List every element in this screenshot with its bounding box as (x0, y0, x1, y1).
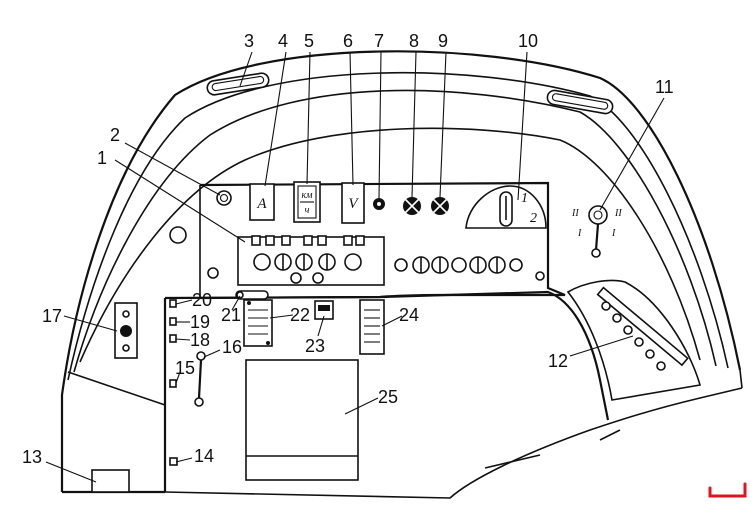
callout-25: 25 (378, 387, 398, 407)
svg-text:A: A (256, 196, 267, 212)
mount-hole-left (169, 226, 187, 244)
callout-labels: 1 2 3 4 5 6 7 8 9 10 11 12 13 14 15 16 1… (22, 31, 674, 467)
glovebox-25 (245, 359, 359, 481)
callout-11: 11 (655, 77, 674, 97)
callout-23: 23 (305, 336, 325, 356)
sun-visor-left (206, 72, 270, 96)
callout-14: 14 (194, 446, 214, 466)
callout-2: 2 (110, 125, 120, 145)
ammeter: A (249, 183, 275, 221)
svg-text:I: I (611, 228, 616, 239)
connector-24 (359, 299, 385, 355)
callout-19: 19 (190, 312, 210, 332)
mount-hole-bottom (207, 267, 219, 279)
callout-12: 12 (548, 351, 568, 371)
callout-13: 13 (22, 447, 42, 467)
callout-22: 22 (290, 305, 310, 325)
dashboard-outline (60, 50, 743, 499)
callout-7: 7 (374, 31, 384, 51)
switch-23 (314, 300, 334, 320)
warning-lamp-9 (431, 197, 449, 215)
knob-row-right (394, 256, 545, 281)
sun-visor-right (546, 89, 614, 115)
handle-16 (194, 351, 206, 407)
light-switch-11: II II I I (571, 205, 622, 258)
callout-1: 1 (97, 148, 107, 168)
box-13 (91, 469, 130, 493)
svg-text:1: 1 (521, 191, 528, 206)
callout-4: 4 (278, 31, 288, 51)
corner-mark (708, 482, 747, 498)
toggle-19 (169, 317, 177, 326)
indicator-lamp-2 (216, 190, 232, 206)
svg-text:II: II (571, 208, 579, 219)
switch-strip-12 (596, 286, 689, 371)
callout-5: 5 (304, 31, 314, 51)
callout-6: 6 (343, 31, 353, 51)
svg-text:ч: ч (305, 205, 310, 216)
svg-text:2: 2 (530, 211, 537, 226)
voltmeter: V (341, 182, 365, 224)
svg-text:V: V (348, 196, 359, 212)
svg-text:км: км (301, 190, 313, 201)
switch-plate-17 (114, 302, 138, 359)
speedometer: км ч (293, 181, 321, 223)
leader-lines (45, 51, 665, 483)
callout-21: 21 (221, 305, 241, 325)
toggle-18 (169, 334, 177, 343)
callout-3: 3 (244, 31, 254, 51)
callout-24: 24 (399, 305, 419, 325)
callout-16: 16 (222, 337, 242, 357)
callout-8: 8 (409, 31, 419, 51)
dial-gauge-10: 1 2 (465, 185, 547, 229)
callout-9: 9 (438, 31, 448, 51)
lower-console (163, 290, 610, 492)
toggle-15 (169, 379, 177, 388)
svg-text:I: I (577, 228, 582, 239)
callout-20: 20 (192, 290, 212, 310)
switch-block-1 (237, 235, 385, 286)
warning-lamp-8 (403, 197, 421, 215)
connector-22 (243, 299, 273, 347)
callout-10: 10 (518, 31, 538, 51)
indicator-lamp-7 (373, 198, 385, 210)
callout-17: 17 (42, 306, 62, 326)
lever-21 (235, 290, 269, 300)
callout-15: 15 (175, 358, 195, 378)
callout-18: 18 (190, 330, 210, 350)
toggle-20 (169, 299, 177, 308)
svg-text:II: II (614, 208, 622, 219)
right-side-panel (566, 279, 702, 401)
